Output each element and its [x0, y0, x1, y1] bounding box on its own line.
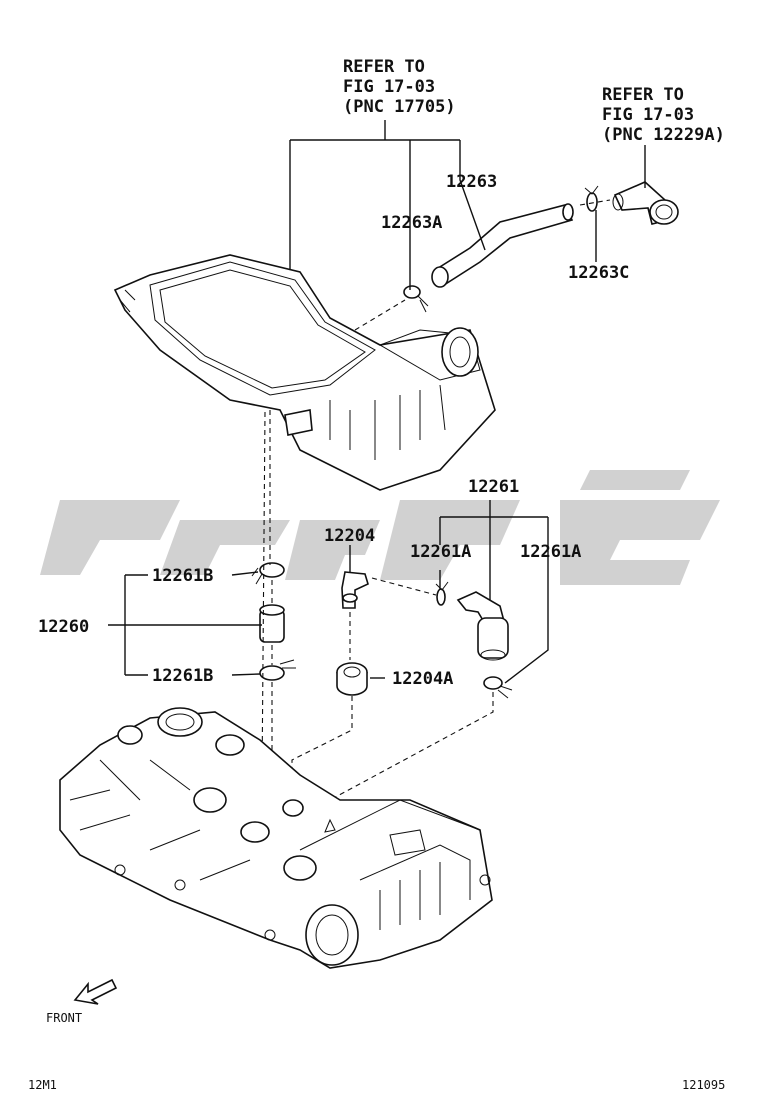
footer-right-code: 121095: [682, 1078, 725, 1092]
ref-right-line1: REFER TO: [602, 85, 684, 105]
footer-left-code: 12M1: [28, 1078, 57, 1092]
ref-right-line3: (PNC 12229A): [602, 125, 725, 145]
clamp-12263A: [403, 285, 429, 313]
hose-12260: [259, 604, 285, 643]
clamp-12261B-bottom: [259, 659, 296, 681]
cylinder-head-cover: [59, 707, 493, 969]
elbow-connector: [612, 181, 679, 225]
label-12204: 12204: [324, 526, 375, 546]
label-12204A: 12204A: [392, 669, 453, 689]
clamp-12261B-top: [251, 562, 285, 585]
clamp-12263C: [584, 185, 599, 212]
label-12261B-bottom: 12261B: [152, 666, 213, 686]
ref-left-line2: FIG 17-03: [343, 77, 435, 97]
air-cleaner-housing: [113, 254, 496, 491]
clamp-12261A-upper: [435, 581, 449, 606]
grommet-12204A: [336, 662, 368, 696]
clamp-12261A-lower: [483, 676, 513, 699]
watermark-logo: [40, 470, 720, 585]
hose-12261: [456, 591, 509, 661]
leader-lines-middle: [108, 410, 549, 820]
label-12261A-right: 12261A: [520, 542, 581, 562]
leader-lines-upper: [289, 120, 646, 331]
pcv-valve-12204: [341, 571, 369, 609]
ref-left-line3: (PNC 17705): [343, 97, 456, 117]
label-12263C: 12263C: [568, 263, 629, 283]
ref-left-line1: REFER TO: [343, 57, 425, 77]
label-12263A: 12263A: [381, 213, 442, 233]
front-arrow-icon: [73, 978, 118, 1005]
label-12260: 12260: [38, 617, 89, 637]
label-12261: 12261: [468, 477, 519, 497]
ref-right-line2: FIG 17-03: [602, 105, 694, 125]
label-12263: 12263: [446, 172, 497, 192]
label-12261B-top: 12261B: [152, 566, 213, 586]
hose-12263: [431, 203, 574, 288]
label-12261A-left: 12261A: [410, 542, 471, 562]
front-label: FRONT: [46, 1011, 82, 1025]
